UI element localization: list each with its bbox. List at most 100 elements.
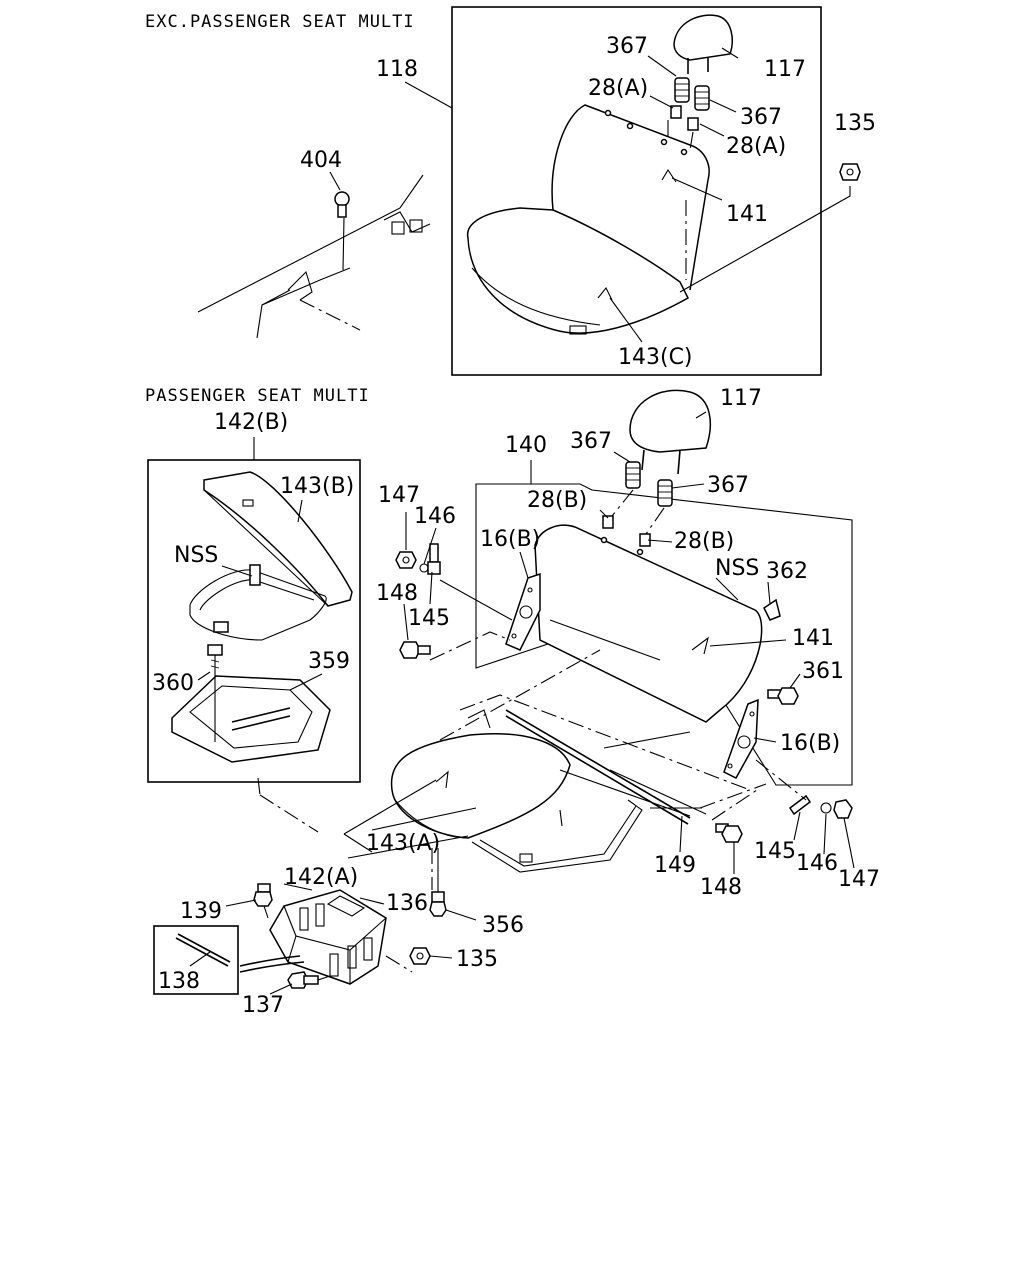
leader-118 [404,81,453,109]
trim-strip-138 [175,933,231,967]
axis-top-right [689,131,694,151]
washer-146-left-icon [419,563,429,573]
leader-404 [329,171,341,191]
label-28a-top-b: 28(A) [726,134,786,159]
label-139: 139 [180,899,222,924]
label-147-left: 147 [378,483,420,508]
label-16b-right: 16(B) [780,731,840,756]
label-147-right: 147 [838,867,880,892]
label-362: 362 [766,559,808,584]
bolt-148-right-icon [715,823,743,843]
nut-135-top-icon [839,163,861,181]
link-142b-main-a [257,777,261,796]
label-143a: 143(A) [366,831,440,856]
bolt-148-left-icon [399,631,511,661]
section-title-exc: EXC.PASSENGER SEAT MULTI [145,12,415,32]
box-138 [153,925,239,995]
label-137: 137 [242,993,284,1018]
callout-labels: 118 404 367 117 28(A) 367 28(A) 135 141 … [152,34,880,1018]
guide-28a-right [687,117,699,131]
label-148-right: 148 [700,875,742,900]
label-142b: 142(B) [214,410,288,435]
label-16b-left: 16(B) [480,527,540,552]
top-seat-frame [451,6,822,376]
nut-147-left-icon [395,551,417,569]
top-seat-assembly [466,104,710,335]
leader-143a [343,779,477,859]
axis-main-right [645,507,665,535]
label-145-left: 145 [408,606,450,631]
label-146-right: 146 [796,851,838,876]
label-143b: 143(B) [280,474,354,499]
leaders-main [403,411,855,874]
label-143c: 143(C) [618,345,693,370]
guide-28b-left [602,515,614,529]
label-359: 359 [308,649,350,674]
guide-367-main-right [657,479,673,507]
label-361: 361 [802,659,844,684]
bolt-356-icon [429,848,447,917]
guide-367-main-left [625,461,641,489]
label-404: 404 [300,148,342,173]
label-141-main: 141 [792,626,834,651]
nut-135-bottom-icon [409,947,431,965]
seat-cushion-143a [390,709,571,839]
leaders-bottom [189,883,477,995]
label-146-left: 146 [414,504,456,529]
storage-tray-136 [269,889,387,985]
label-135-top: 135 [834,111,876,136]
axis-right-fasteners [755,759,807,801]
headrest-117-top [673,14,733,74]
section-title-multi: PASSENGER SEAT MULTI [145,386,370,406]
pin-145-left-icon [427,543,513,621]
bracket-16b-right [723,698,759,779]
bolt-139-icon [253,883,273,919]
pan-359 [171,675,331,763]
screw-404-icon [334,191,350,218]
leaders-top [609,47,851,343]
label-367-main-b: 367 [707,473,749,498]
label-135-bottom: 135 [456,947,498,972]
label-367-top-a: 367 [606,34,648,59]
label-141-top: 141 [726,202,768,227]
bolt-360-icon [207,644,223,742]
label-nss-left: NSS [174,543,218,568]
label-118: 118 [376,57,418,82]
label-nss-main: NSS [715,556,759,581]
bolt-361-icon [767,687,799,705]
bracket-16b-left [505,572,541,651]
label-28b-main-a: 28(B) [527,488,587,513]
guide-28a-left [670,105,682,119]
label-117-main: 117 [720,386,762,411]
guide-367-top-left [674,77,690,103]
label-145-right: 145 [754,839,796,864]
body-floor-panel [197,174,431,339]
seat-cushion-143b [203,471,353,607]
leaders-142b [197,499,323,691]
guide-367-top-right [694,85,710,111]
seatback-main [534,524,763,723]
strap-cable [239,955,305,973]
outline-140 [475,483,853,786]
floor-guides [439,649,767,815]
label-367-main-a: 367 [570,429,612,454]
label-136: 136 [386,891,428,916]
label-148-left: 148 [376,581,418,606]
label-117-top: 117 [764,57,806,82]
axis-right-bolt [711,787,761,821]
nut-147-right-icon [833,799,853,819]
bolt-137-icon [287,971,331,989]
label-360: 360 [152,671,194,696]
link-142b-main-b [259,794,319,833]
label-367-top-b: 367 [740,105,782,130]
label-28a-top-a: 28(A) [588,76,648,101]
pin-145-right-icon [788,794,812,816]
clip-362-icon [763,598,781,621]
label-356: 356 [482,913,524,938]
label-142a: 142(A) [284,865,358,890]
label-28b-main-b: 28(B) [674,529,734,554]
label-140: 140 [505,433,547,458]
washer-146-right-icon [820,802,832,814]
